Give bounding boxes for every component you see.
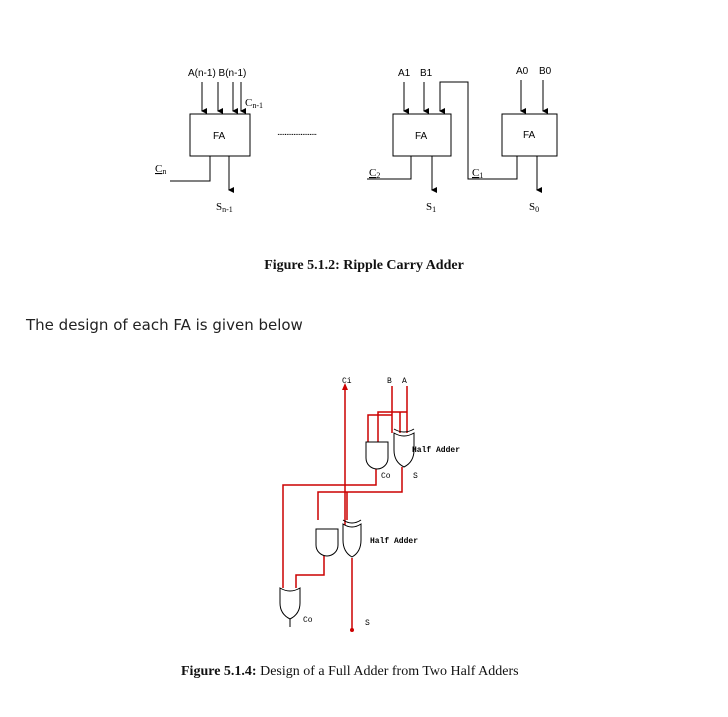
mid-b-label: B1 xyxy=(420,68,433,79)
ci-label: Ci xyxy=(342,377,352,386)
figure-caption-full-adder: Figure 5.1.4: Design of a Full Adder fro… xyxy=(181,664,519,680)
caption2-prefix: Figure 5.1.4: xyxy=(181,664,257,679)
body-paragraph: The design of each FA is given below xyxy=(26,316,303,334)
figure-caption-ripple: Figure 5.1.2: Ripple Carry Adder xyxy=(264,258,464,273)
left-cin-label: Cn xyxy=(155,163,166,176)
right-b-label: B0 xyxy=(539,66,552,77)
mid-fa-box xyxy=(392,113,452,157)
caption2-text: Design of a Full Adder from Two Half Add… xyxy=(256,664,519,679)
ha1-and-gate xyxy=(365,441,389,470)
ha2-xor-gate xyxy=(342,523,362,558)
mid-carry-label: C2 xyxy=(369,167,380,180)
co-out-label: Co xyxy=(303,616,313,625)
full-adder-diagram: Ci B A Half Adder Co S Half Adder Co S xyxy=(279,377,460,632)
half-adder-2-label: Half Adder xyxy=(370,537,418,546)
right-sum-label: S0 xyxy=(529,201,539,214)
gates xyxy=(279,428,415,620)
mid-fa-label: FA xyxy=(415,131,428,142)
s1-label: S xyxy=(413,472,418,481)
left-inputs-label: A(n-1) B(n-1) xyxy=(188,68,246,79)
s-out-label: S xyxy=(365,619,370,628)
ellipsis-dots: ...................... xyxy=(277,127,316,138)
mid-a-label: A1 xyxy=(398,68,411,79)
ha1-xor-gate xyxy=(393,432,415,468)
co1-label: Co xyxy=(381,472,391,481)
right-a-label: A0 xyxy=(516,66,529,77)
a-label: A xyxy=(402,377,407,386)
right-fa-box xyxy=(501,113,558,157)
b-label: B xyxy=(387,377,392,386)
left-sum-label: Sn-1 xyxy=(216,201,233,214)
right-carry-label: C1 xyxy=(472,167,483,180)
ha2-and-gate xyxy=(315,528,339,557)
right-fa-label: FA xyxy=(523,130,536,141)
red-wires xyxy=(282,386,408,630)
half-adder-1-label: Half Adder xyxy=(412,446,460,455)
left-fa-label: FA xyxy=(213,131,226,142)
ripple-carry-adder-diagram: A(n-1) B(n-1) Cn-1 FA Cn Sn-1 ..........… xyxy=(155,66,558,214)
left-carry-label: Cn-1 xyxy=(245,97,263,110)
left-fa-box xyxy=(189,113,251,157)
mid-sum-label: S1 xyxy=(426,201,436,214)
or-gate xyxy=(279,587,301,620)
